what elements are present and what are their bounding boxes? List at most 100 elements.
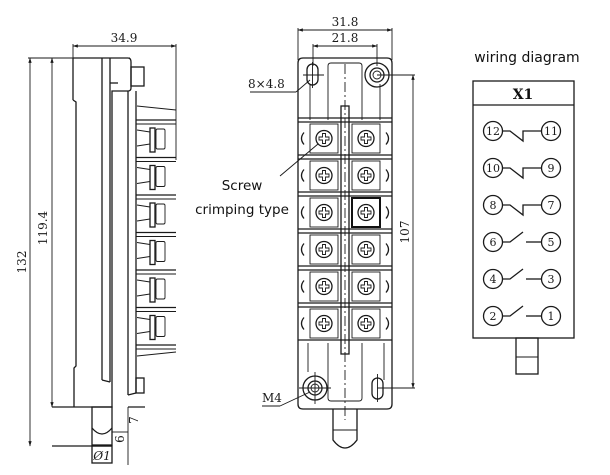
- screw-size-label: M4: [262, 391, 282, 405]
- terminal-tab: [385, 132, 390, 145]
- side-terminal: [136, 156, 176, 191]
- terminal-label-line2: crimping type: [195, 202, 289, 218]
- side-terminal: [136, 119, 176, 153]
- front-body-outline: [297, 57, 393, 410]
- terminal-number: 10: [486, 162, 500, 175]
- phillips-screw-icon: [360, 170, 372, 181]
- side-body-edge: [127, 392, 137, 396]
- leader-line: [279, 391, 311, 407]
- terminal-screw-right[interactable]: [351, 271, 381, 302]
- terminal-number: 12: [486, 125, 500, 138]
- terminal-screw-right[interactable]: [351, 234, 381, 265]
- contact-pair: 12 11: [482, 120, 562, 143]
- side-terminal: [136, 194, 176, 228]
- side-terminal: [136, 306, 176, 341]
- terminal-row: [298, 121, 392, 156]
- phillips-screw-icon: [318, 207, 330, 218]
- phillips-screw-icon: [318, 318, 330, 329]
- terminal-tab: [300, 169, 305, 182]
- terminal-row: [298, 158, 392, 193]
- nc-contact-symbol: [502, 167, 542, 180]
- dim-21-8-label: 21.8: [332, 31, 359, 45]
- terminal-row: [298, 232, 392, 267]
- dim-132-label: 132: [15, 251, 29, 274]
- terminal-number: 9: [548, 162, 555, 175]
- side-view: 34.9 132 119.4 Ø1: [15, 31, 177, 465]
- side-body-outline: [52, 57, 132, 408]
- terminal-screw-left[interactable]: [309, 308, 339, 339]
- phillips-screw-icon: [318, 244, 330, 255]
- wiring-title: wiring diagram: [474, 50, 579, 66]
- terminal-label-line1: Screw: [222, 178, 263, 194]
- phillips-screw-icon: [360, 207, 372, 218]
- terminal-row: [298, 306, 392, 341]
- dim-6-label: 6: [113, 435, 127, 443]
- terminal-screw-left[interactable]: [309, 123, 339, 154]
- terminal-screw-left[interactable]: [309, 271, 339, 302]
- phillips-screw-icon: [360, 281, 372, 292]
- terminal-screw-right[interactable]: [351, 123, 381, 154]
- dim-plunger-dia-label: Ø1: [92, 449, 110, 463]
- side-terminal: [136, 231, 176, 266]
- terminal-number: 7: [548, 199, 555, 212]
- side-taper: [136, 105, 177, 111]
- dim-107-label: 107: [398, 221, 412, 244]
- terminal-screw-right[interactable]: [351, 160, 381, 191]
- terminal-screw-left[interactable]: [309, 197, 339, 228]
- no-contact-symbol: [502, 305, 524, 317]
- terminal-tab: [385, 206, 390, 219]
- terminal-number: 3: [548, 273, 555, 286]
- dim-7-label: 7: [127, 416, 141, 424]
- phillips-screw-icon: [318, 281, 330, 292]
- terminal-screw-right[interactable]: [351, 308, 381, 339]
- side-terminals: [136, 119, 176, 350]
- terminal-number: 11: [544, 125, 558, 138]
- terminal-row: [298, 195, 392, 230]
- side-plate-edge: [101, 379, 111, 383]
- terminal-number: 6: [490, 236, 497, 249]
- block-label: X1: [513, 87, 534, 103]
- side-body-edge: [72, 99, 77, 407]
- terminal-block: [298, 117, 392, 341]
- no-contact-symbol: [502, 231, 524, 243]
- phillips-screw-icon: [318, 170, 330, 181]
- terminal-tab: [385, 280, 390, 293]
- plunger-dia-box: [91, 445, 113, 464]
- side-terminal: [136, 269, 176, 303]
- nc-contact-symbol: [502, 130, 542, 143]
- phillips-screw-icon: [360, 133, 372, 144]
- leader-line: [279, 143, 319, 177]
- nc-contact-symbol: [502, 204, 542, 217]
- phillips-screw-icon: [360, 318, 372, 329]
- plunger: [91, 406, 113, 446]
- side-top-knob: [130, 66, 145, 87]
- dim-width-label: 34.9: [111, 31, 138, 45]
- terminal-number: 1: [548, 310, 555, 323]
- terminal-number: 8: [490, 199, 497, 212]
- side-bottom-knob: [135, 377, 145, 394]
- phillips-screw-icon: [360, 244, 372, 255]
- front-plunger: [332, 409, 358, 449]
- contact-pair: 10 9: [482, 157, 562, 180]
- terminal-screw-left[interactable]: [309, 160, 339, 191]
- terminal-tab: [300, 317, 305, 330]
- front-view: 31.8 21.8 8×4.8 107: [195, 15, 415, 449]
- terminal-row: [298, 269, 392, 304]
- dim-119-label: 119.4: [36, 210, 50, 245]
- leader-line: [295, 79, 311, 93]
- phillips-screw-icon: [318, 133, 330, 144]
- plunger-tip: [91, 427, 113, 435]
- dim-slot-label: 8×4.8: [248, 77, 285, 91]
- no-contact-symbol: [502, 268, 524, 280]
- top-cutout: [327, 62, 363, 120]
- terminal-tab: [385, 317, 390, 330]
- terminal-screw-right[interactable]: [351, 197, 381, 228]
- terminal-screw-left[interactable]: [309, 234, 339, 265]
